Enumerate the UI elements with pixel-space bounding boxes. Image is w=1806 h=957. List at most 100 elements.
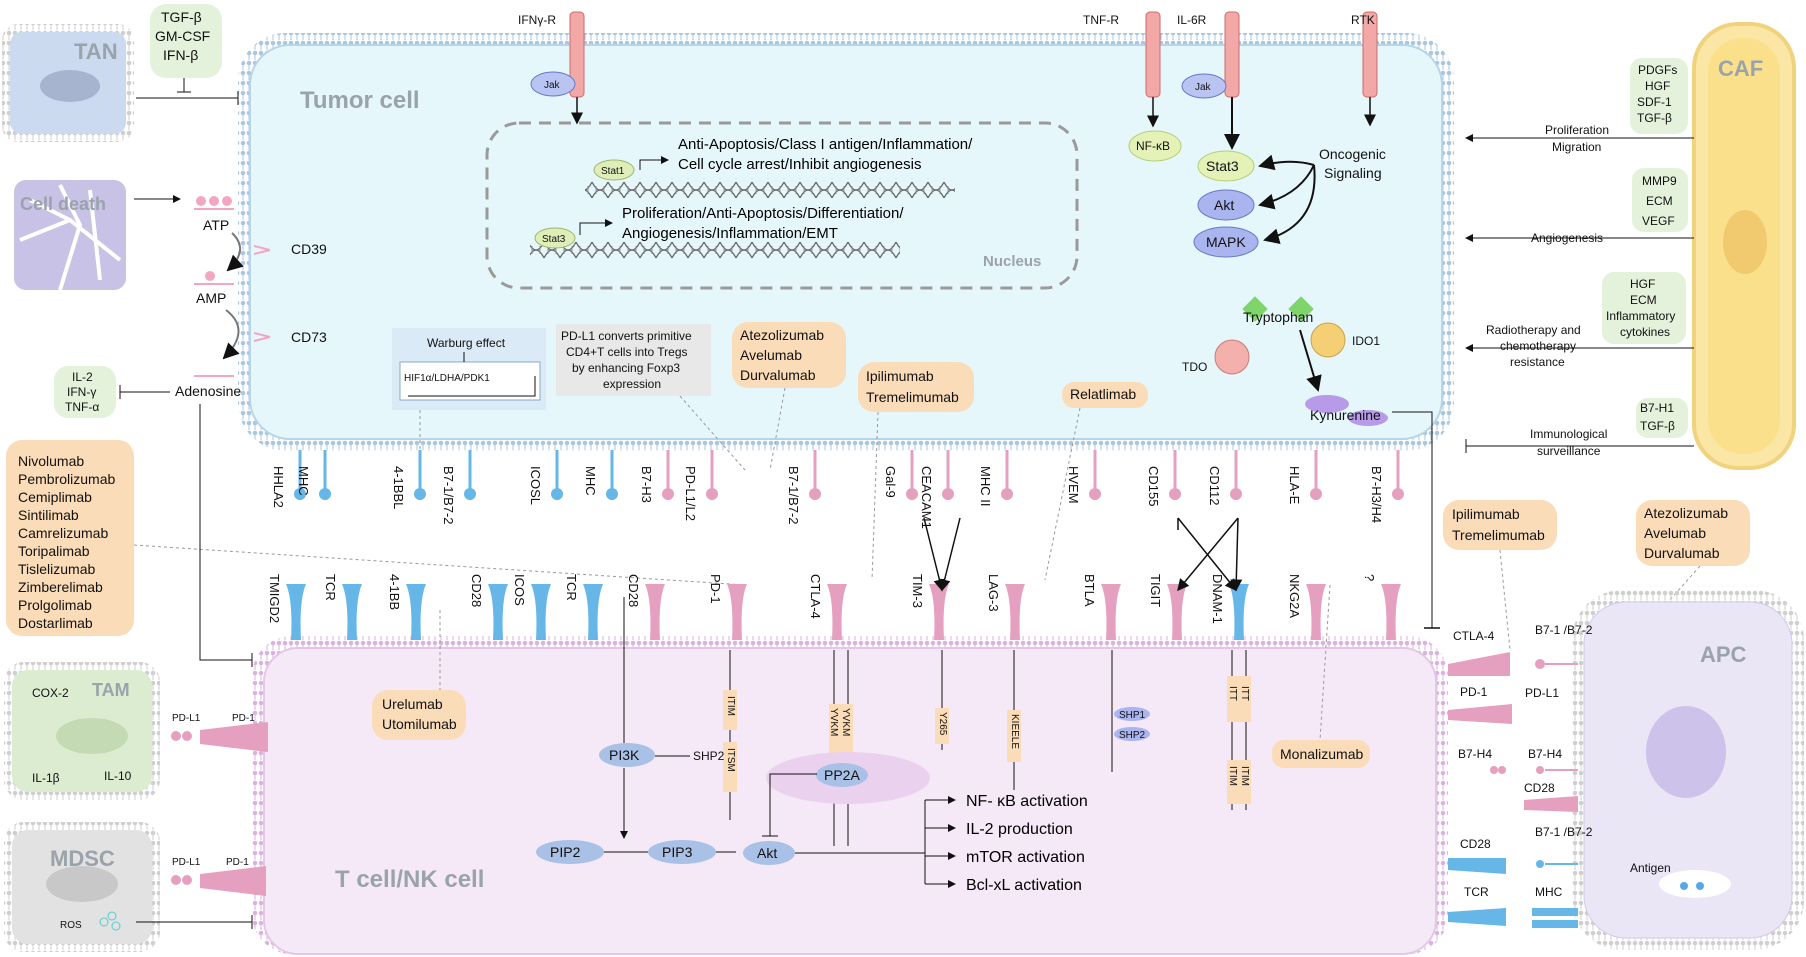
svg-text:MHC: MHC: [1535, 885, 1563, 899]
svg-text:B7-H1: B7-H1: [1640, 401, 1674, 415]
cd39-label: CD39: [291, 241, 327, 257]
akt-node: [1197, 189, 1255, 221]
cd73-label: CD73: [291, 329, 327, 345]
oncogenic-label-2: Signaling: [1324, 165, 1382, 181]
nfkb-node: [1128, 130, 1182, 162]
svg-text:TCR: TCR: [564, 574, 579, 601]
stat1-targets-2: Cell cycle arrest/Inhibit angiogenesis: [678, 156, 921, 173]
rtk-receptor: RTK: [1351, 11, 1378, 127]
akt-label: Akt: [1214, 197, 1234, 213]
ligand-hhla2: HHLA2: [271, 450, 306, 508]
kynurenine-shape-2: [1348, 410, 1388, 426]
ligand-4-1bbl: 4-1BBL: [391, 450, 426, 509]
svg-text:B7-H3: B7-H3: [639, 466, 654, 503]
svg-text:PD-L1/L2: PD-L1/L2: [683, 466, 698, 521]
svg-text:Urelumab: Urelumab: [382, 696, 443, 712]
svg-text:PD-1: PD-1: [708, 574, 723, 604]
jak-label-2: Jak: [1195, 82, 1212, 93]
receptor-cd28: CD28: [469, 574, 508, 640]
svg-text:PD-1: PD-1: [226, 857, 249, 868]
svg-text:Avelumab: Avelumab: [740, 347, 802, 363]
svg-text:ICOS: ICOS: [512, 574, 527, 606]
svg-text:B7-1 /B7-2: B7-1 /B7-2: [1535, 623, 1593, 637]
svg-text:CD28: CD28: [1524, 781, 1555, 795]
svg-text:cytokines: cytokines: [1620, 325, 1670, 339]
adenosine-label: Adenosine: [175, 383, 241, 399]
svg-text:PD-L1: PD-L1: [1525, 686, 1559, 700]
svg-text:Camrelizumab: Camrelizumab: [18, 525, 108, 541]
receptor-tim-3: TIM-3: [910, 574, 949, 640]
svg-text:Atezolizumab: Atezolizumab: [740, 327, 824, 343]
svg-text:chemotherapy: chemotherapy: [1500, 339, 1576, 353]
svg-text:SHP1: SHP1: [1119, 710, 1146, 721]
tumor-cell-label: Tumor cell: [300, 87, 420, 114]
ligand-mhc-ii: MHC II: [978, 450, 1013, 506]
warburg-title: Warburg effect: [427, 336, 506, 350]
outcome-il2: IL-2 production: [966, 821, 1073, 838]
svg-text:IFN-β: IFN-β: [163, 47, 198, 63]
svg-text:TGF-β: TGF-β: [161, 9, 202, 25]
svg-text:MHC II: MHC II: [978, 466, 993, 506]
pp2a-label: PP2A: [824, 767, 860, 783]
adenosine-pathway: ATP AMP Adenosine CD39 CD73 IL-2 IFN-γ T…: [54, 196, 327, 667]
svg-text:CEACAM1: CEACAM1: [919, 466, 934, 529]
stat1-label: Stat1: [601, 166, 625, 177]
pip2-label: PIP2: [550, 844, 581, 860]
ligand-hvem: HVEM: [1066, 450, 1101, 504]
svg-text:Migration: Migration: [1552, 140, 1601, 154]
ligand-icosl: ICOSL: [528, 450, 563, 505]
nucleus-label: Nucleus: [983, 253, 1041, 270]
kynurenine-shape-1: [1305, 395, 1349, 413]
stat1-node: [593, 159, 635, 181]
drugs-cd137: Urelumab Utomilumab: [372, 690, 466, 740]
receptor-dnam-1: DNAM-1: [1210, 574, 1249, 640]
apc-pairs: CTLA-4 B7-1 /B7-2 PD-1 PD-L1 B7-H4 B7-H4…: [1448, 623, 1593, 928]
svg-text:Atezolizumab: Atezolizumab: [1644, 505, 1728, 521]
cell-death-label: Cell death: [20, 194, 106, 214]
tam-label: TAM: [92, 680, 130, 700]
svg-text:B7-H3/H4: B7-H3/H4: [1369, 466, 1384, 523]
svg-text:Prolgolimab: Prolgolimab: [18, 597, 92, 613]
svg-text:ITIM: ITIM: [1239, 766, 1250, 786]
svg-text:Angiogenesis: Angiogenesis: [1531, 231, 1603, 245]
svg-text:MHC: MHC: [296, 466, 311, 496]
svg-text:B7-1/B7-2: B7-1/B7-2: [786, 466, 801, 525]
receptor-lag-3: LAG-3: [986, 574, 1025, 640]
svg-text:Durvalumab: Durvalumab: [740, 367, 816, 383]
tryptophan-label: Tryptophan: [1243, 309, 1313, 325]
svg-text:MMP9: MMP9: [1642, 174, 1677, 188]
pdl1-box-line-1: PD-L1 converts primitive: [561, 329, 692, 343]
svg-text:CTLA-4: CTLA-4: [808, 574, 823, 619]
svg-text:TCR: TCR: [1464, 885, 1489, 899]
jak-ifngr: [530, 71, 576, 97]
svg-text:TNF-α: TNF-α: [65, 400, 99, 414]
svg-text:ROS: ROS: [60, 920, 82, 931]
svg-text:IL-10: IL-10: [104, 769, 132, 783]
svg-text:Radiotherapy and: Radiotherapy and: [1486, 323, 1581, 337]
cell-death: Cell death: [14, 180, 181, 291]
svg-text:GM-CSF: GM-CSF: [155, 28, 210, 44]
ligand-hla-e: HLA-E: [1287, 450, 1322, 505]
svg-text:ICOSL: ICOSL: [528, 466, 543, 505]
svg-text:Gal-9: Gal-9: [883, 466, 898, 498]
mdsc-label: MDSC: [50, 846, 115, 871]
mapk-label: MAPK: [1206, 234, 1246, 250]
jak-label-1: Jak: [544, 80, 561, 91]
svg-text:Pembrolizumab: Pembrolizumab: [18, 471, 115, 487]
drugs-apc-pdl1: Atezolizumab Avelumab Durvalumab: [1636, 500, 1750, 566]
svg-text:NKG2A: NKG2A: [1287, 574, 1302, 618]
tam-cell: TAM COX-2 IL-1β IL-10 PD-L1 PD-1: [4, 662, 268, 800]
svg-text:Sintilimab: Sintilimab: [18, 507, 79, 523]
ifngr-receptor: IFNγ-R Jak: [518, 11, 585, 125]
svg-text:B7-1/B7-2: B7-1/B7-2: [441, 466, 456, 525]
oncogenic-label-1: Oncogenic: [1319, 146, 1386, 162]
ligand-b7-h3: B7-H3: [639, 450, 674, 503]
svg-text:PD-L1: PD-L1: [172, 857, 201, 868]
caf-factors: PDGFs HGF SDF-1 TGF-β Proliferation Migr…: [1465, 58, 1694, 458]
svg-text:Dostarlimab: Dostarlimab: [18, 615, 93, 631]
svg-text:ECM: ECM: [1646, 194, 1673, 208]
receptor-tcr: TCR: [564, 574, 603, 640]
svg-text:ITIM: ITIM: [1227, 766, 1238, 786]
svg-text:Tremelimumab: Tremelimumab: [866, 389, 959, 405]
